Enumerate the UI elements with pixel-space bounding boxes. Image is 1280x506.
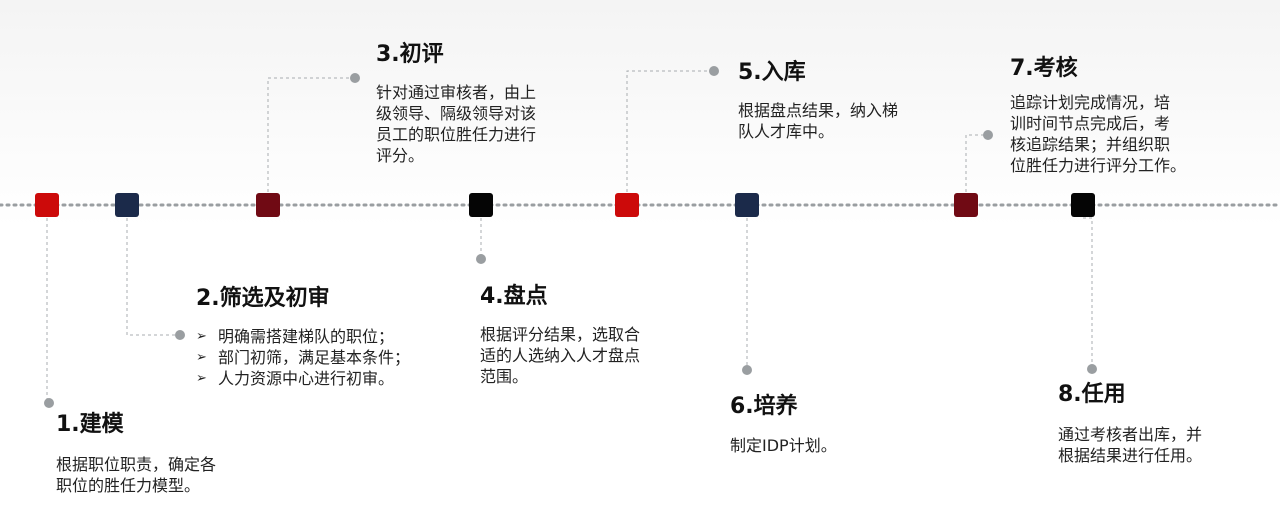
step-4-line: 适的人选纳入人才盘点 [480, 346, 641, 365]
step-6-connector-dot [742, 365, 752, 375]
step-8-connector [1083, 217, 1093, 369]
step-4-description: 根据评分结果，选取合 适的人选纳入人才盘点 范围。 [480, 324, 640, 387]
step-1-marker [35, 193, 59, 217]
step-2-bullet: 明确需搭建梯队的职位； [196, 326, 446, 347]
step-4-line: 范围。 [480, 367, 529, 386]
step-7-line: 追踪计划完成情况，培 [1010, 93, 1171, 112]
step-5-marker [615, 193, 639, 217]
step-7-connector [965, 134, 988, 192]
step-5-title: 5.入库 [738, 60, 806, 85]
step-7-line: 训时间节点完成后，考 [1010, 114, 1171, 133]
step-8-description: 通过考核者出库，并 根据结果进行任用。 [1058, 424, 1202, 466]
step-1-line: 职位的胜任力模型。 [56, 476, 201, 495]
step-6-line: 制定IDP计划。 [730, 436, 837, 455]
step-4-connector-dot [476, 254, 486, 264]
step-3-line: 级领导、隔级领导对该 [376, 104, 537, 123]
step-1-description: 根据职位职责，确定各 职位的胜任力模型。 [56, 454, 216, 496]
step-4-marker [469, 193, 493, 217]
step-6-marker [735, 193, 759, 217]
step-2-connector-dot [175, 330, 185, 340]
step-1-title: 1.建模 [56, 412, 124, 437]
step-6-description: 制定IDP计划。 [730, 435, 837, 456]
step-3-line: 评分。 [376, 146, 425, 165]
step-5-line: 队人才库中。 [738, 122, 835, 141]
step-3-description: 针对通过审核者，由上 级领导、隔级领导对该 员工的职位胜任力进行 评分。 [376, 82, 536, 166]
step-5-connector-dot [709, 66, 719, 76]
step-3-connector-dot [350, 73, 360, 83]
step-7-line: 位胜任力进行评分工作。 [1010, 156, 1187, 175]
step-8-connector-dot [1087, 364, 1097, 374]
step-3-connector [267, 77, 355, 192]
step-2-bullet-list: 明确需搭建梯队的职位； 部门初筛，满足基本条件； 人力资源中心进行初审。 [196, 326, 446, 389]
step-2-bullet: 人力资源中心进行初审。 [196, 368, 446, 389]
step-7-description: 追踪计划完成情况，培 训时间节点完成后，考 核追踪结果；并组织职 位胜任力进行评… [1010, 92, 1186, 176]
step-5-description: 根据盘点结果，纳入梯 队人才库中。 [738, 100, 898, 142]
step-4-line: 根据评分结果，选取合 [480, 325, 641, 344]
step-7-line: 核追踪结果；并组织职 [1010, 135, 1171, 154]
step-1-connector-dot [44, 398, 54, 408]
step-2-connector [126, 218, 180, 336]
step-8-title: 8.任用 [1058, 382, 1126, 407]
step-3-marker [256, 193, 280, 217]
step-8-line: 根据结果进行任用。 [1058, 446, 1203, 465]
step-3-line: 针对通过审核者，由上 [376, 83, 537, 102]
step-7-title: 7.考核 [1010, 56, 1078, 81]
step-7-connector-dot [983, 130, 993, 140]
step-8-line: 通过考核者出库，并 [1058, 425, 1203, 444]
step-5-connector [626, 70, 714, 192]
step-3-title: 3.初评 [376, 42, 444, 67]
step-7-marker [954, 193, 978, 217]
step-2-bullet: 部门初筛，满足基本条件； [196, 347, 423, 368]
step-2-marker [115, 193, 139, 217]
step-4-title: 4.盘点 [480, 284, 548, 309]
step-6-title: 6.培养 [730, 394, 798, 419]
step-8-marker [1071, 193, 1095, 217]
step-1-line: 根据职位职责，确定各 [56, 455, 217, 474]
step-5-line: 根据盘点结果，纳入梯 [738, 101, 899, 120]
step-2-title: 2.筛选及初审 [196, 286, 330, 311]
step-3-line: 员工的职位胜任力进行 [376, 125, 537, 144]
